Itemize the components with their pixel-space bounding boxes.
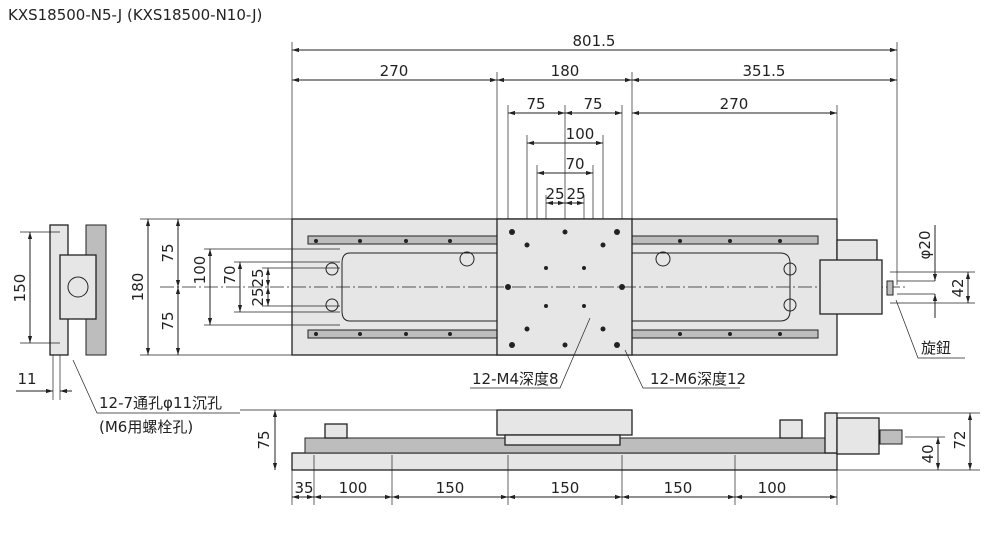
dim-150: 150 <box>11 274 29 303</box>
dim-right-351: 351.5 <box>743 62 786 80</box>
left-extension-lines <box>140 218 340 356</box>
front-pitch-dims: 35 100 150 150 150 100 <box>291 455 838 505</box>
dim-40: 40 <box>919 444 937 463</box>
drawing-title: KXS18500-N5-J (KXS18500-N10-J) <box>8 6 263 24</box>
top-view <box>160 218 905 356</box>
dim-100: 100 <box>566 125 595 143</box>
pitch-150-c: 150 <box>664 479 693 497</box>
dim-75-a: 75 <box>526 95 545 113</box>
m6-callout: 12-M6深度12 <box>650 370 746 388</box>
dim-right-270: 270 <box>720 95 749 113</box>
dim-25-a: 25 <box>545 185 564 203</box>
dim-70: 70 <box>565 155 584 173</box>
dim-75-front: 75 <box>255 430 273 449</box>
pitch-35: 35 <box>294 479 313 497</box>
pitch-100-b: 100 <box>758 479 787 497</box>
dim-75-b: 75 <box>583 95 602 113</box>
right-dimensions: φ20 42 旋鈕 <box>890 225 975 359</box>
side-view: 150 11 <box>11 224 240 414</box>
pitch-100-a: 100 <box>339 479 368 497</box>
top-dimension-labels: 801.5 270 180 351.5 75 75 270 100 70 25 … <box>380 32 786 203</box>
mount-hole-callout: 12-7通孔φ11沉孔 <box>99 394 222 412</box>
dim-70-vertical: 70 <box>221 265 239 284</box>
dim-75-lower: 75 <box>159 311 177 330</box>
dim-42: 42 <box>949 278 967 297</box>
dim-25-b: 25 <box>566 185 585 203</box>
m4-callout: 12-M4深度8 <box>472 370 559 388</box>
dim-11: 11 <box>17 370 36 388</box>
knob-label: 旋鈕 <box>921 339 951 357</box>
dim-25-upper: 25 <box>249 268 267 287</box>
dim-overall: 801.5 <box>573 32 616 50</box>
left-dimension-lines <box>145 219 271 355</box>
dim-knob-diameter: φ20 <box>916 231 934 260</box>
dim-25-lower: 25 <box>249 287 267 306</box>
front-view: 75 72 40 <box>240 409 980 471</box>
left-dimension-labels: 180 75 75 100 70 25 25 <box>129 243 267 330</box>
dim-72: 72 <box>951 430 969 449</box>
dim-180: 180 <box>129 273 147 302</box>
pitch-150-a: 150 <box>436 479 465 497</box>
pitch-150-b: 150 <box>551 479 580 497</box>
dim-75-upper: 75 <box>159 243 177 262</box>
dim-carriage-180: 180 <box>551 62 580 80</box>
mount-hole-note: (M6用螺栓孔) <box>99 418 193 436</box>
dim-left-270: 270 <box>380 62 409 80</box>
dim-100-vertical: 100 <box>191 256 209 285</box>
top-dimension-lines <box>292 47 897 206</box>
